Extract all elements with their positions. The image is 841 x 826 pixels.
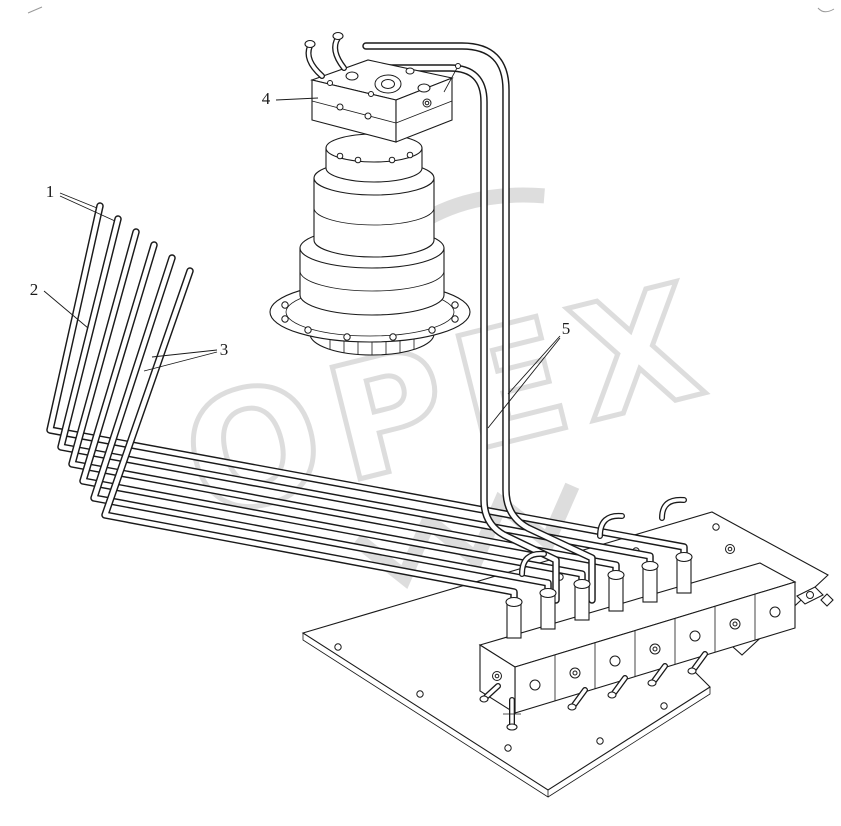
part-label-2: 2 bbox=[30, 280, 39, 299]
manifold-port bbox=[769, 606, 781, 618]
leader-line-5 bbox=[487, 335, 561, 429]
plate-hole bbox=[596, 737, 604, 745]
manifold-port-center bbox=[732, 621, 738, 627]
base-plate-thickness bbox=[302, 633, 711, 798]
fitting bbox=[641, 560, 659, 603]
fitting bbox=[675, 551, 693, 594]
plate-hole bbox=[712, 523, 720, 531]
valve-manifold bbox=[478, 562, 834, 731]
manifold-nipples bbox=[567, 651, 708, 711]
corner-mark-top-right bbox=[817, 7, 835, 13]
swing-motor-assembly bbox=[269, 31, 471, 356]
manifold-fittings bbox=[505, 496, 693, 639]
plate-hole bbox=[334, 643, 342, 651]
manifold-port bbox=[529, 679, 541, 691]
manifold-port-center bbox=[572, 670, 578, 676]
motor-top-hoses bbox=[304, 31, 461, 93]
gear-teeth bbox=[329, 339, 415, 355]
plate-hole bbox=[416, 690, 424, 698]
leader-line-4 bbox=[275, 97, 319, 101]
fitting bbox=[607, 569, 625, 612]
fitting bbox=[505, 596, 523, 639]
part-label-1: 1 bbox=[46, 182, 55, 201]
manifold-drain-valve bbox=[479, 683, 521, 731]
motor-neck bbox=[325, 133, 423, 183]
plate-boss-center bbox=[727, 546, 733, 552]
fitting bbox=[539, 587, 557, 630]
manifold-section-lines bbox=[554, 594, 756, 701]
manifold-port bbox=[609, 655, 621, 667]
corner-mark-top-left bbox=[27, 6, 43, 14]
part-labels: 1 2 3 4 5 bbox=[30, 89, 571, 429]
return-pipe-inner bbox=[368, 64, 560, 604]
return-pipe-outer bbox=[362, 42, 596, 604]
stud-bolt bbox=[443, 67, 458, 93]
manifold-end-flange bbox=[796, 586, 834, 607]
manifold-port bbox=[689, 630, 701, 642]
part-label-5: 5 bbox=[562, 319, 571, 338]
leader-line-3 bbox=[143, 349, 218, 372]
fitting bbox=[573, 578, 591, 621]
manifold-end-port-center bbox=[494, 673, 500, 679]
manifold-port-center bbox=[652, 646, 658, 652]
corner-marks bbox=[27, 6, 835, 14]
part-label-4: 4 bbox=[262, 89, 271, 108]
leader-line-1 bbox=[59, 192, 116, 222]
leader-line-2 bbox=[43, 290, 89, 329]
elbow-fitting bbox=[519, 496, 687, 577]
manifold-plug bbox=[820, 593, 834, 607]
plate-hole bbox=[660, 702, 668, 710]
plate-hole bbox=[504, 744, 512, 752]
motor-valve-block bbox=[310, 59, 454, 143]
part-label-3: 3 bbox=[220, 340, 229, 359]
return-pipes bbox=[362, 42, 596, 604]
